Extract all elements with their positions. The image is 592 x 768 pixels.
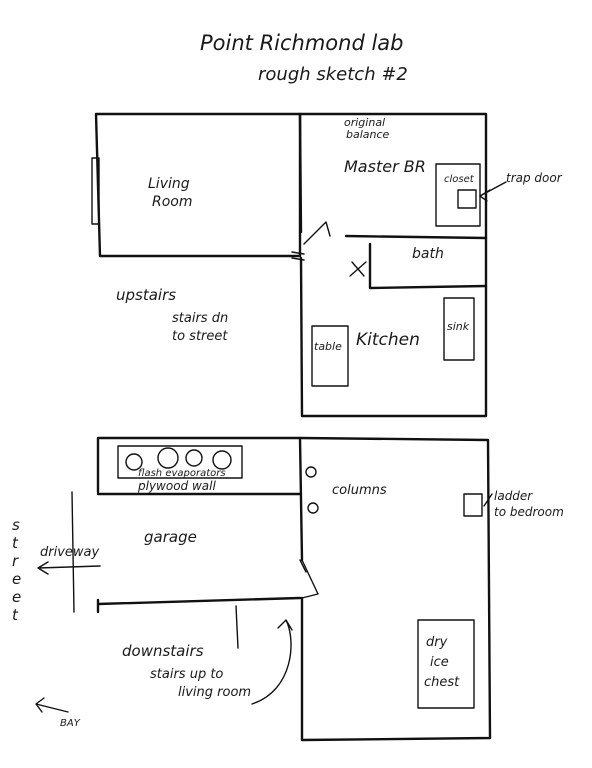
living-room-walls bbox=[94, 112, 302, 258]
ladder-box bbox=[463, 493, 483, 517]
downstairs-label: downstairs bbox=[122, 642, 204, 660]
stairs-up-arrow bbox=[235, 605, 293, 705]
ladder-label-2: to bedroom bbox=[494, 505, 564, 519]
master-br-walls bbox=[298, 112, 488, 418]
downstairs-plan: flash evaporators plywood wall columns l… bbox=[12, 436, 564, 742]
evaporator-1 bbox=[125, 453, 143, 471]
trap-door-arrow bbox=[479, 181, 507, 202]
balance-label-1: original bbox=[344, 116, 385, 129]
upstairs-stairs-note-2: to street bbox=[172, 329, 228, 344]
column-2 bbox=[307, 502, 319, 514]
street-letter-4: e bbox=[12, 570, 21, 588]
dry-ice-label-3: chest bbox=[424, 675, 460, 690]
bay-arrow bbox=[35, 697, 69, 713]
flash-evaporators-box bbox=[117, 445, 243, 479]
downstairs-stairs-note-1: stairs up to bbox=[150, 667, 223, 682]
evaporator-2 bbox=[157, 447, 179, 469]
driveway-line bbox=[71, 491, 75, 613]
upstairs-stairs-note-1: stairs dn bbox=[172, 311, 228, 326]
master-br-label: Master BR bbox=[344, 157, 426, 176]
ladder-arrow bbox=[483, 493, 493, 507]
street-letter-3: r bbox=[12, 552, 19, 570]
street-letter-1: s bbox=[12, 516, 20, 534]
dry-ice-label-1: dry bbox=[426, 635, 448, 650]
downstairs-stairs-note-2: living room bbox=[178, 685, 251, 700]
balance-label-2: balance bbox=[346, 128, 390, 141]
closet-box bbox=[435, 163, 481, 227]
street-letter-5: e bbox=[12, 588, 21, 606]
dry-ice-chest-box bbox=[417, 619, 475, 709]
flash-evaporators-label: flash evaporators bbox=[138, 468, 226, 479]
garage-label: garage bbox=[144, 528, 197, 546]
column-1 bbox=[305, 466, 317, 478]
table-box bbox=[311, 325, 349, 387]
sink-box bbox=[443, 297, 475, 361]
evaporator-4 bbox=[212, 450, 232, 470]
bath-walls bbox=[344, 234, 488, 290]
trap-door-box bbox=[457, 189, 477, 209]
sketch-subtitle: rough sketch #2 bbox=[258, 64, 408, 85]
evaporator-3 bbox=[185, 449, 203, 467]
bath-door bbox=[349, 261, 367, 277]
driveway-arrow bbox=[37, 561, 101, 575]
door-swing bbox=[303, 221, 331, 245]
downstairs-right-walls bbox=[298, 436, 492, 742]
ladder-label-1: ladder bbox=[494, 489, 533, 503]
living-room-label-2: Room bbox=[152, 194, 193, 210]
columns-label: columns bbox=[332, 483, 387, 498]
street-letter-2: t bbox=[12, 534, 19, 552]
dry-ice-label-2: ice bbox=[430, 655, 449, 670]
bath-label: bath bbox=[412, 246, 444, 262]
driveway-label: driveway bbox=[40, 545, 99, 560]
door-tick bbox=[291, 251, 305, 261]
table-label: table bbox=[314, 340, 342, 353]
plywood-wall-label: plywood wall bbox=[137, 479, 216, 493]
living-room-window bbox=[91, 157, 100, 225]
sketch-title: Point Richmond lab bbox=[200, 31, 404, 55]
bay-label: BAY bbox=[60, 718, 81, 729]
central-wall bbox=[298, 112, 304, 418]
upstairs-plan: Living Room original balance Master BR c… bbox=[91, 112, 563, 418]
street-letter-6: t bbox=[12, 606, 19, 624]
kitchen-label: Kitchen bbox=[356, 330, 420, 350]
closet-label: closet bbox=[444, 174, 475, 185]
sink-label: sink bbox=[447, 320, 470, 333]
downstairs-door bbox=[299, 559, 319, 599]
trap-door-label: trap door bbox=[506, 171, 563, 185]
living-room-label-1: Living bbox=[148, 176, 190, 192]
upstairs-label: upstairs bbox=[116, 286, 176, 304]
